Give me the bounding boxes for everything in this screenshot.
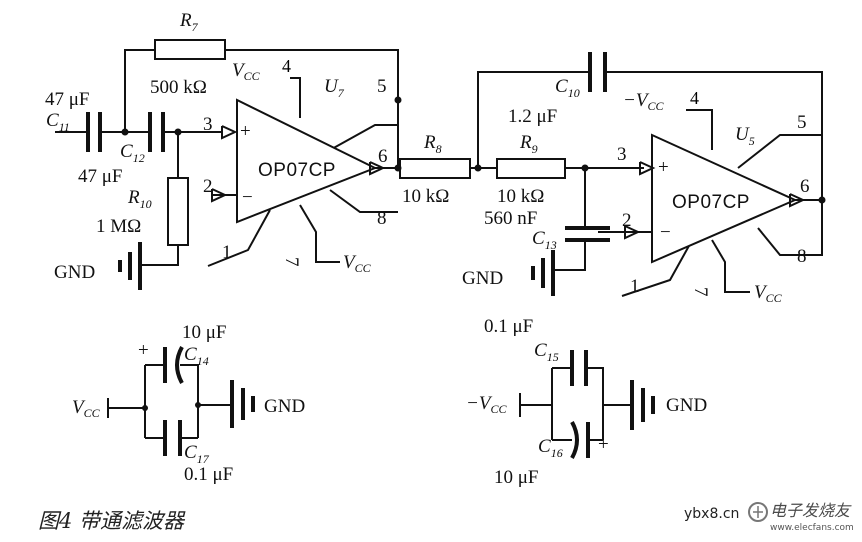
u5-pin2: 2 — [622, 210, 632, 231]
ground-label-3: GND — [264, 396, 305, 417]
resistor-r7 — [154, 39, 226, 60]
r8-ref: R8 — [423, 132, 442, 156]
c14-plus: + — [138, 340, 149, 361]
ground-symbol-2 — [531, 250, 555, 296]
watermark: ybx8.cn 电子发烧友 www.elecfans.com — [684, 501, 854, 533]
c11-ref: C11 — [46, 110, 70, 134]
u7-pin1: 1 — [222, 242, 232, 263]
u5-pin4: 4 — [690, 88, 699, 108]
svg-text:+: + — [658, 157, 669, 178]
u5-pin6: 6 — [800, 176, 810, 197]
u5-pin3: 3 — [617, 144, 627, 165]
capacitor-c13 — [565, 226, 610, 242]
resistor-r9 — [496, 158, 566, 179]
capacitor-c11 — [86, 112, 102, 152]
c12-ref: C12 — [120, 141, 145, 165]
u7-pin2: 2 — [203, 176, 213, 197]
u7-ref: U7 — [324, 76, 345, 100]
r7-ref: R7 — [179, 10, 199, 34]
u5-ref: U5 — [735, 124, 755, 148]
svg-text:−: − — [660, 222, 671, 243]
c10-ref: C10 — [555, 76, 580, 100]
u5-pin7: 7 — [690, 287, 711, 297]
u5-pin5: 5 — [797, 112, 807, 133]
decoupling-right — [519, 350, 655, 459]
ground-label-2: GND — [462, 268, 503, 289]
resistor-r10 — [167, 177, 189, 246]
u5-pin1: 1 — [630, 276, 640, 297]
u7-pin7: 7 — [281, 257, 302, 267]
capacitor-c12 — [148, 112, 165, 152]
watermark-site: ybx8.cn — [684, 506, 739, 522]
u7-pin3: 3 — [203, 114, 213, 135]
r10-value: 1 MΩ — [96, 216, 141, 237]
ground-symbol-1 — [118, 242, 150, 290]
negvcc-decouple-label: −VCC — [466, 393, 507, 416]
r9-value: 10 kΩ — [497, 186, 544, 207]
u7-vcc-bottom: VCC — [343, 252, 372, 275]
u7-pin6: 6 — [378, 146, 388, 167]
u5-vcc-bottom: VCC — [754, 282, 783, 305]
c14-ref: C14 — [184, 344, 209, 368]
c17-ref: C17 — [184, 442, 210, 466]
svg-text:−: − — [242, 187, 253, 208]
r8-value: 10 kΩ — [402, 186, 449, 207]
c10-value: 1.2 μF — [508, 106, 557, 127]
opamp-u7: + − — [211, 98, 386, 224]
opamp-u5: + − — [624, 133, 806, 264]
r7-value: 500 kΩ — [150, 77, 207, 98]
watermark-url: www.elecfans.com — [770, 523, 854, 533]
stage1-wiring — [55, 49, 400, 267]
capacitor-c10 — [588, 52, 607, 92]
u7-part: OP07CP — [258, 160, 336, 181]
c15-ref: C15 — [534, 340, 559, 364]
figure-caption: 图4 带通滤波器 — [38, 509, 186, 533]
u5-pin8: 8 — [797, 246, 807, 267]
r9-ref: R9 — [519, 132, 538, 156]
c14-value: 10 μF — [182, 322, 227, 343]
c13-extra-value: 0.1 μF — [484, 316, 533, 337]
r10-ref: R10 — [127, 187, 152, 211]
c17-value: 0.1 μF — [184, 464, 233, 485]
watermark-logo-icon — [748, 502, 768, 522]
ground-label-4: GND — [666, 395, 707, 416]
u7-pin5: 5 — [377, 76, 387, 97]
c16-ref: C16 — [538, 436, 563, 460]
svg-text:+: + — [240, 121, 251, 142]
u5-part: OP07CP — [672, 192, 750, 213]
resistor-r8 — [399, 158, 471, 179]
stage2-wiring — [470, 71, 823, 297]
u7-pin8: 8 — [377, 208, 387, 229]
watermark-brand: 电子发烧友 — [770, 501, 852, 520]
decoupling-left — [107, 346, 255, 456]
c12-value: 47 μF — [78, 166, 123, 187]
c11-value: 47 μF — [45, 89, 90, 110]
c16-plus: + — [598, 434, 609, 455]
junction-dots — [121, 96, 826, 204]
u7-pin4: 4 — [282, 56, 291, 76]
u5-negvcc-label: −VCC — [623, 90, 664, 113]
c13-value: 560 nF — [484, 208, 537, 229]
c16-value: 10 μF — [494, 467, 539, 488]
u7-vcc-label: VCC — [232, 60, 261, 83]
c13-ref: C13 — [532, 228, 557, 252]
ground-label-1: GND — [54, 262, 95, 283]
vcc-decouple-label: VCC — [72, 397, 101, 420]
